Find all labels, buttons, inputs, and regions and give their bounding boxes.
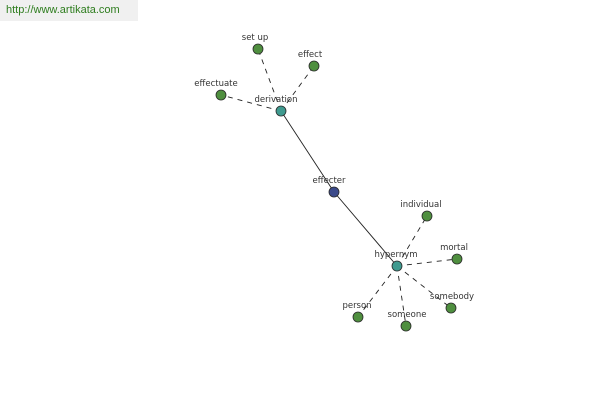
node-somebody-dot[interactable] [445, 302, 457, 314]
edge-center-hypernym [333, 191, 398, 267]
node-someone-dot[interactable] [400, 320, 412, 332]
node-individual-dot[interactable] [421, 210, 433, 222]
node-set-up[interactable]: set up [242, 33, 268, 55]
node-effect[interactable]: effect [298, 50, 323, 72]
node-effectuate[interactable]: effectuate [194, 79, 238, 101]
node-individual[interactable]: individual [400, 200, 442, 222]
node-effectuate-dot[interactable] [215, 89, 227, 101]
node-effecter[interactable]: effecter [312, 176, 346, 198]
edge-hypernym-someone [396, 265, 407, 327]
edge-derivation-effectuate [220, 94, 282, 112]
node-effecter-dot[interactable] [328, 186, 340, 198]
node-set-up-dot[interactable] [252, 43, 264, 55]
node-somebody[interactable]: somebody [430, 292, 474, 314]
node-mortal-dot[interactable] [451, 253, 463, 265]
edge-center-derivation [280, 110, 335, 193]
edge-hypernym-mortal [396, 258, 458, 267]
node-person-dot[interactable] [352, 311, 364, 323]
node-someone-label: someone [388, 310, 427, 320]
node-effect-dot[interactable] [308, 60, 320, 72]
node-mortal[interactable]: mortal [440, 243, 468, 265]
artikata-watermark[interactable]: http://www.artikata.com [0, 0, 138, 21]
edge-hypernym-somebody [396, 265, 452, 309]
node-effectuate-label: effectuate [194, 79, 237, 89]
node-derivation-dot[interactable] [275, 105, 287, 117]
edges-layer [220, 48, 458, 327]
node-derivation-label: derivation [254, 95, 297, 105]
nodes-layer: effecter derivation hypernym set up effe… [194, 33, 474, 332]
node-hypernym-label: hypernym [374, 250, 417, 260]
node-hypernym[interactable]: hypernym [374, 250, 418, 272]
node-effect-label: effect [298, 50, 323, 60]
node-mortal-label: mortal [440, 243, 468, 253]
node-someone[interactable]: someone [388, 310, 427, 332]
node-individual-label: individual [400, 200, 441, 210]
node-set-up-label: set up [242, 33, 268, 43]
edge-hypernym-person [357, 265, 398, 318]
node-derivation[interactable]: derivation [254, 95, 298, 117]
node-person[interactable]: person [342, 301, 372, 323]
node-effecter-label: effecter [312, 176, 346, 186]
node-hypernym-dot[interactable] [391, 260, 403, 272]
edge-derivation-set-up [257, 48, 282, 112]
node-person-label: person [342, 301, 371, 311]
node-somebody-label: somebody [430, 292, 474, 302]
